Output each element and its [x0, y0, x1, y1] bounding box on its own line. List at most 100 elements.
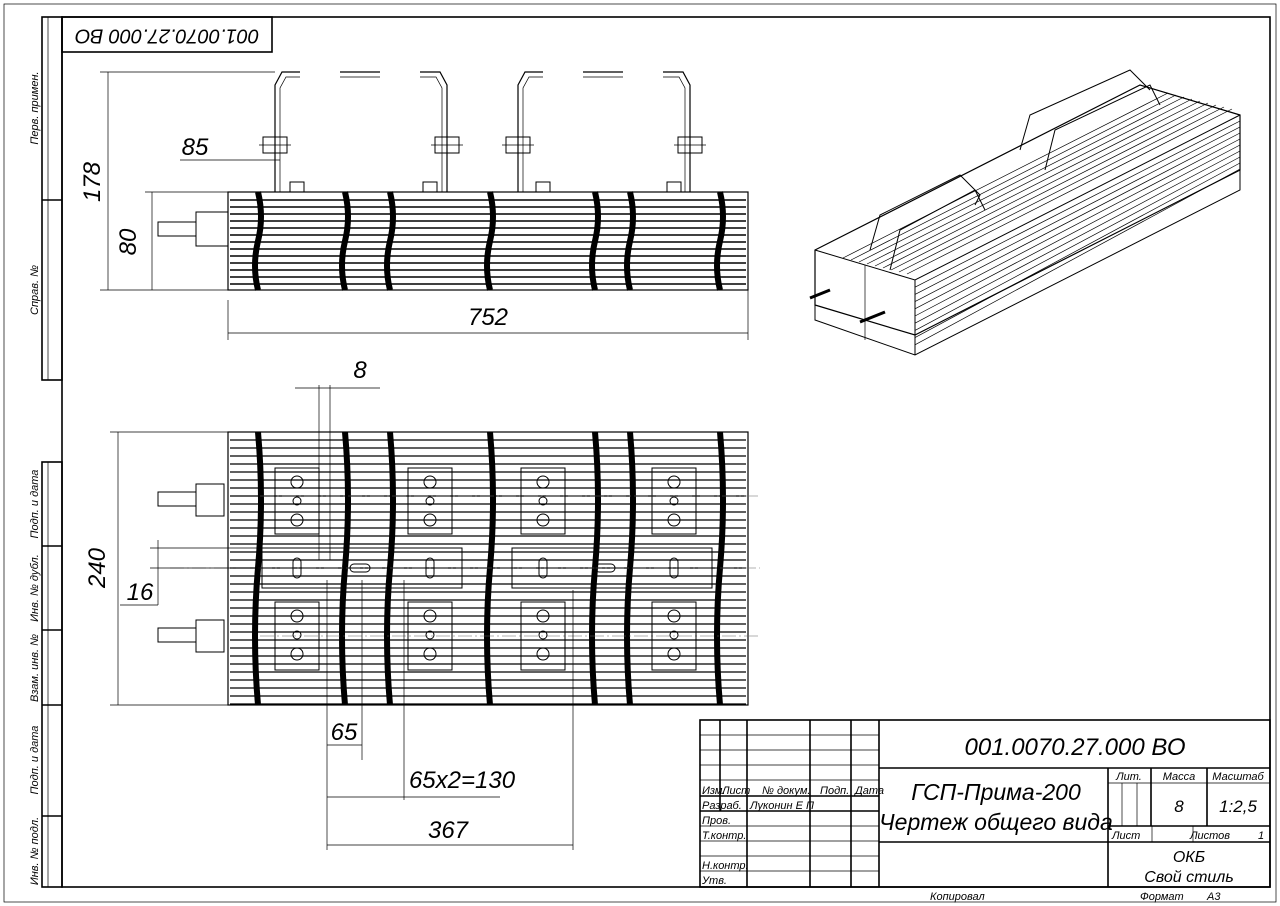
- dim-178: 178: [79, 161, 106, 202]
- document-type: Чертеж общего вида: [879, 809, 1113, 835]
- designation: 001.0070.27.000 ВО: [965, 734, 1186, 761]
- stamp-sprav-no: Справ. №: [29, 265, 41, 315]
- hole-icon: [538, 630, 548, 640]
- fin-line: [914, 120, 1241, 288]
- stamp-inv-podl: Инв. № подл.: [29, 817, 41, 885]
- stamp-inv-dubl: Инв. № дубл.: [29, 554, 41, 622]
- mounting-plate: [651, 467, 697, 535]
- dim-367: 367: [428, 817, 470, 844]
- nut-icon: [535, 181, 551, 193]
- role-developer: Разраб.: [702, 800, 742, 812]
- hole-icon: [536, 609, 550, 623]
- sheets-value: 1: [1258, 830, 1264, 842]
- fin-line: [914, 156, 1241, 331]
- developer-name: Луконин Е П: [749, 800, 814, 812]
- mounting-plate: [520, 467, 566, 535]
- hole-icon: [425, 630, 435, 640]
- slot-icon: [425, 557, 435, 579]
- break-line: [624, 191, 636, 291]
- stamp-podp-data-2: Подп. и дата: [29, 726, 41, 795]
- nut-icon: [289, 181, 305, 193]
- break-line: [624, 431, 636, 706]
- mounting-plate: [274, 601, 320, 671]
- plan-view: 8 240 16 65 65х2=130 367: [84, 357, 760, 850]
- side-view: 85 178 80 752: [79, 64, 749, 340]
- fin-line: [914, 138, 1241, 310]
- fin-line: [906, 108, 1233, 275]
- fin-line: [842, 92, 1169, 259]
- hdr-list: Лист: [721, 785, 750, 797]
- title-block: 001.0070.27.000 ВО ГСП-Прима-200 Чертеж …: [699, 719, 1271, 903]
- role-norm-control: Н.контр.: [702, 860, 749, 872]
- fin-line: [898, 106, 1225, 273]
- dim-752: 752: [468, 304, 508, 331]
- hdr-doc-no: № докум.: [762, 785, 810, 797]
- fin-line: [914, 168, 1241, 346]
- hole-icon: [423, 647, 437, 661]
- stamp-perv-primen: Перв. примен.: [29, 71, 41, 144]
- mounting-plate: [407, 601, 453, 671]
- break-line: [339, 431, 351, 706]
- fin-line: [914, 132, 1241, 302]
- hole-icon: [669, 496, 679, 506]
- role-tech-control: Т.контр.: [702, 830, 746, 842]
- hole-icon: [536, 513, 550, 527]
- slot-icon: [292, 557, 302, 579]
- mass-label: Масса: [1163, 771, 1196, 783]
- role-checker: Пров.: [702, 815, 731, 827]
- fin-line: [858, 96, 1185, 263]
- dim-80: 80: [115, 228, 142, 255]
- slot-icon: [349, 563, 371, 573]
- hole-icon: [292, 496, 302, 506]
- sheet-label: Лист: [1111, 830, 1140, 842]
- slot-icon: [594, 563, 616, 573]
- hole-icon: [536, 647, 550, 661]
- fin-line: [866, 98, 1193, 265]
- fin-line: [850, 94, 1177, 261]
- mirrored-code-box: [61, 16, 273, 53]
- dim-16: 16: [127, 579, 154, 606]
- sheets-label: Листов: [1189, 830, 1230, 842]
- fin-line: [882, 102, 1209, 269]
- isometric-view: [809, 69, 1241, 356]
- slot-icon: [538, 557, 548, 579]
- hole-icon: [536, 475, 550, 489]
- hdr-izm: Изм.: [702, 785, 725, 797]
- hole-icon: [423, 513, 437, 527]
- dim-8: 8: [353, 357, 367, 384]
- fin-line: [914, 150, 1241, 324]
- org-line1: ОКБ: [1173, 849, 1205, 866]
- side-stamp: Перв. примен. Справ. № Подп. и дата Инв.…: [29, 16, 63, 888]
- hole-icon: [290, 513, 304, 527]
- sheet-outer-border: [3, 3, 1277, 903]
- dim-240: 240: [84, 547, 111, 589]
- copied-label: Копировал: [930, 891, 985, 903]
- mirrored-code: 001.0070.27.000 ВО: [75, 25, 259, 47]
- drawing-frame: [61, 16, 1271, 888]
- hole-icon: [292, 630, 302, 640]
- break-line: [714, 191, 726, 291]
- dim-85: 85: [182, 134, 209, 161]
- fin-line: [914, 126, 1241, 295]
- hdr-date: Дата: [853, 785, 884, 797]
- break-line: [252, 191, 264, 291]
- scale-label: Масштаб: [1212, 771, 1264, 783]
- hole-icon: [290, 609, 304, 623]
- dim-65: 65: [331, 719, 358, 746]
- nut-icon: [422, 181, 438, 193]
- hole-icon: [667, 609, 681, 623]
- break-line: [484, 191, 496, 291]
- product-name: ГСП-Прима-200: [911, 779, 1081, 805]
- hole-icon: [290, 647, 304, 661]
- fin-line: [890, 104, 1217, 271]
- hole-icon: [538, 496, 548, 506]
- lit-label: Лит.: [1115, 771, 1142, 783]
- format-label: Формат: [1140, 891, 1184, 903]
- stamp-podp-data-1: Подп. и дата: [29, 470, 41, 539]
- break-line: [589, 191, 601, 291]
- mounting-plate: [274, 467, 320, 535]
- org-line2: Свой стиль: [1144, 869, 1233, 886]
- mounting-plate: [520, 601, 566, 671]
- dim-65x2: 65х2=130: [409, 767, 516, 794]
